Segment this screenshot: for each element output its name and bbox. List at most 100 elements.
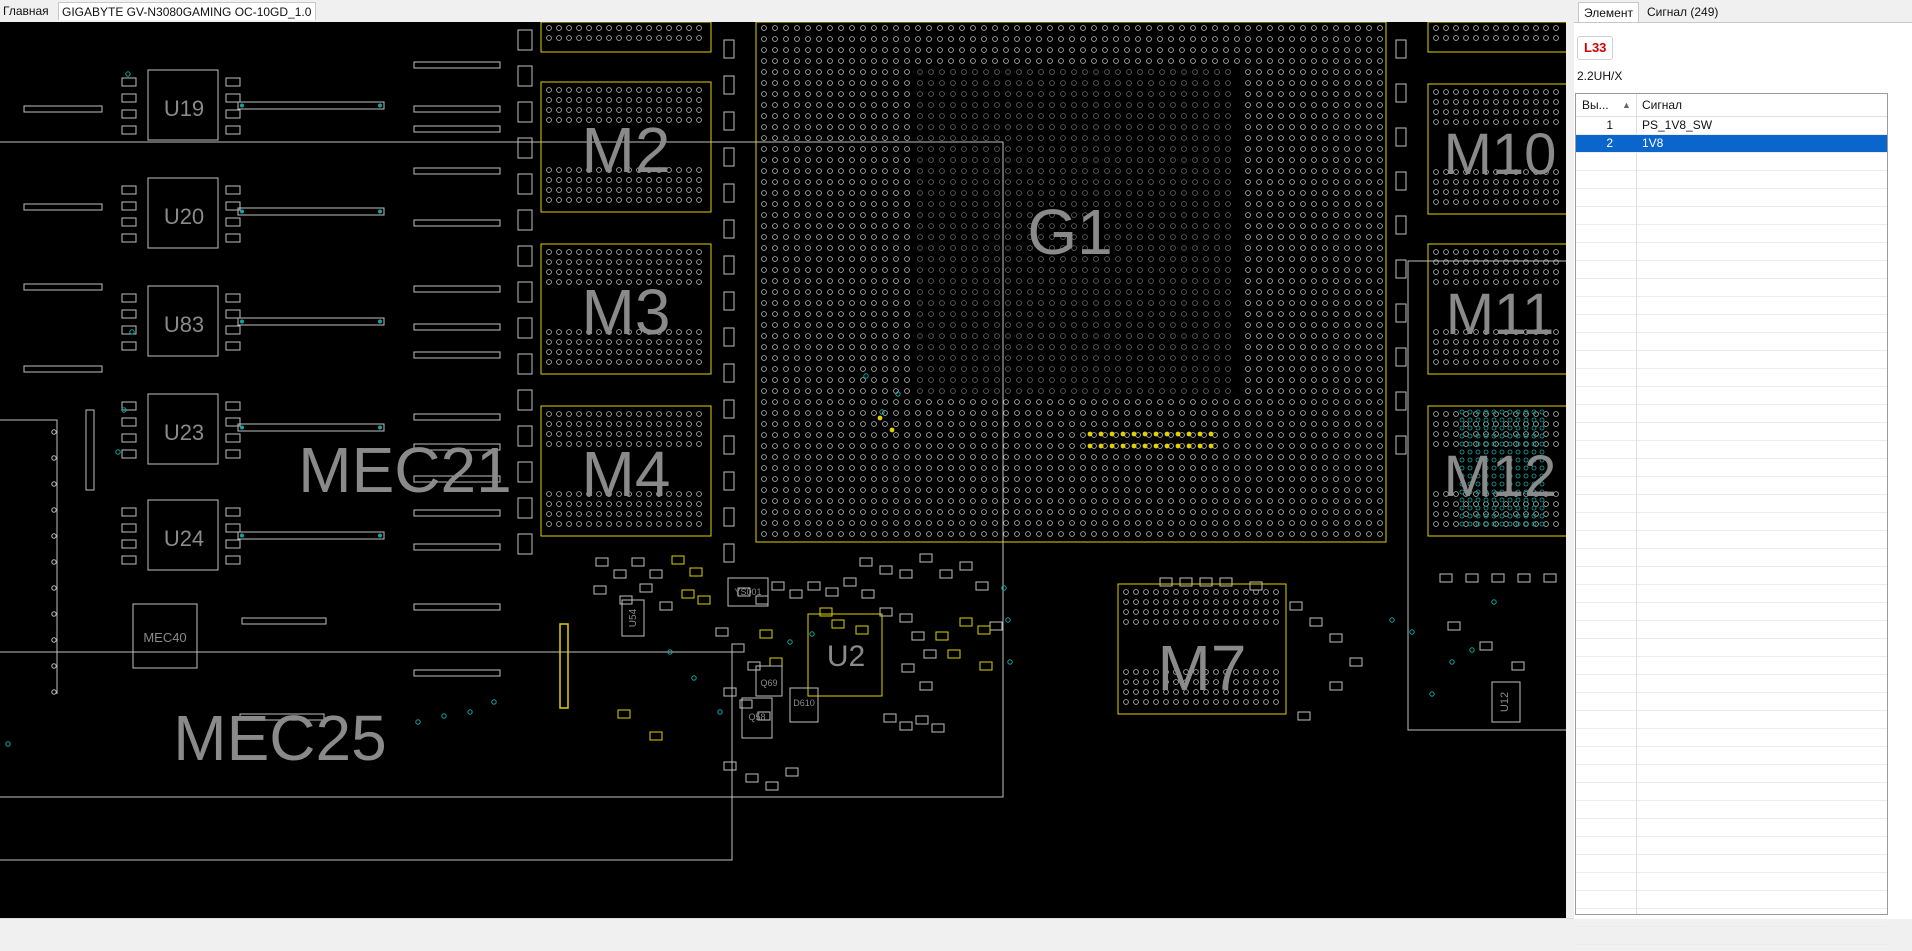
- ball-pad: [1463, 119, 1469, 125]
- ball-pad: [1016, 267, 1022, 273]
- ball-pad: [1190, 520, 1196, 526]
- ball-pad: [1115, 190, 1121, 196]
- ball-pad: [1333, 102, 1339, 108]
- ball-pad: [783, 432, 789, 438]
- ball-pad: [816, 256, 822, 262]
- ball-pad: [1267, 212, 1273, 218]
- ball-pad: [783, 410, 789, 416]
- ball-pad: [1355, 212, 1361, 218]
- ball-pad: [1256, 289, 1262, 295]
- ball-pad: [696, 25, 702, 31]
- ball-pad: [1223, 589, 1229, 595]
- ball-pad: [871, 223, 877, 229]
- ball-pad: [1148, 212, 1154, 218]
- ball-pad: [606, 187, 612, 193]
- ball-pad: [805, 421, 811, 427]
- ball-pad: [805, 443, 811, 449]
- ball-pad: [1493, 421, 1499, 427]
- ball-pad: [1135, 520, 1141, 526]
- ball-pad: [1137, 234, 1143, 240]
- ball-pad: [959, 509, 965, 515]
- ball-pad: [1333, 410, 1339, 416]
- ball-pad: [1123, 689, 1129, 695]
- ball-pad: [1533, 89, 1539, 95]
- ball-pad: [1278, 91, 1284, 97]
- ball-pad: [961, 102, 967, 108]
- ball-pad: [1027, 344, 1033, 350]
- ball-pad: [1049, 355, 1055, 361]
- column-header-pin[interactable]: Вы...: [1582, 98, 1609, 112]
- tab-document[interactable]: GIGABYTE GV-N3080GAMING OC-10GD_1.0: [58, 2, 316, 20]
- ball-pad: [1203, 589, 1209, 595]
- ball-pad: [1190, 410, 1196, 416]
- ball-pad: [1135, 454, 1141, 460]
- ball-pad: [1267, 278, 1273, 284]
- ball-pad: [783, 135, 789, 141]
- smd-part: [121, 325, 137, 335]
- ball-pad: [646, 249, 652, 255]
- ball-pad: [827, 333, 833, 339]
- ball-pad: [1014, 47, 1020, 53]
- ball-pad: [827, 245, 833, 251]
- tab-home[interactable]: Главная: [3, 4, 49, 18]
- ball-pad: [1475, 473, 1481, 479]
- ball-pad: [1300, 410, 1306, 416]
- ball-pad: [686, 117, 692, 123]
- ball-pad: [1058, 36, 1064, 42]
- tab-signal[interactable]: Сигнал (249): [1647, 5, 1719, 19]
- ball-pad: [616, 25, 622, 31]
- ball-pad: [1311, 465, 1317, 471]
- ball-pad: [917, 256, 923, 262]
- ball-pad: [686, 511, 692, 517]
- ball-pad: [882, 179, 888, 185]
- ball-pad: [827, 487, 833, 493]
- tab-element[interactable]: Элемент: [1578, 2, 1639, 22]
- ball-pad: [1553, 501, 1559, 507]
- empty-table-row: [1576, 783, 1887, 801]
- ball-pad: [1344, 355, 1350, 361]
- ball-pad: [1475, 449, 1481, 455]
- ball-pad: [1253, 619, 1259, 625]
- ball-pad: [1159, 278, 1165, 284]
- ball-pad: [696, 97, 702, 103]
- ball-pad: [1214, 333, 1220, 339]
- ball-pad: [1289, 388, 1295, 394]
- ball-pad: [1213, 599, 1219, 605]
- ball-pad: [772, 201, 778, 207]
- component-refdes-button[interactable]: L33: [1577, 36, 1614, 60]
- ball-pad: [1311, 124, 1317, 130]
- ball-pad: [1463, 421, 1469, 427]
- ball-pad: [838, 487, 844, 493]
- ball-pad: [994, 267, 1000, 273]
- ball-pad: [1483, 505, 1489, 511]
- ball-pad: [1124, 399, 1130, 405]
- ball-pad: [1170, 223, 1176, 229]
- ball-pad: [1499, 521, 1505, 527]
- ball-pad: [1256, 190, 1262, 196]
- ball-pad: [1267, 476, 1273, 482]
- column-header-signal[interactable]: Сигнал: [1642, 98, 1683, 112]
- ball-pad: [1553, 99, 1559, 105]
- ball-pad: [981, 36, 987, 42]
- ball-pad: [566, 339, 572, 345]
- ball-pad: [1157, 454, 1163, 460]
- ball-pad: [849, 47, 855, 53]
- ball-pad: [904, 113, 910, 119]
- ball-pad: [1256, 36, 1262, 42]
- ball-pad: [566, 197, 572, 203]
- ball-pad: [1047, 58, 1053, 64]
- ball-pad: [1459, 433, 1465, 439]
- ball-pad: [596, 117, 602, 123]
- ball-pad: [1225, 311, 1231, 317]
- ball-pad: [1543, 411, 1549, 417]
- ball-pad: [1377, 498, 1383, 504]
- table-row-selected[interactable]: 2 1V8: [1576, 135, 1887, 153]
- ball-pad: [1183, 699, 1189, 705]
- ball-pad: [686, 501, 692, 507]
- ball-pad: [1433, 249, 1439, 255]
- table-row[interactable]: 1 PS_1V8_SW: [1576, 117, 1887, 135]
- ball-pad: [1025, 47, 1031, 53]
- ball-pad: [1553, 119, 1559, 125]
- empty-table-row: [1576, 801, 1887, 819]
